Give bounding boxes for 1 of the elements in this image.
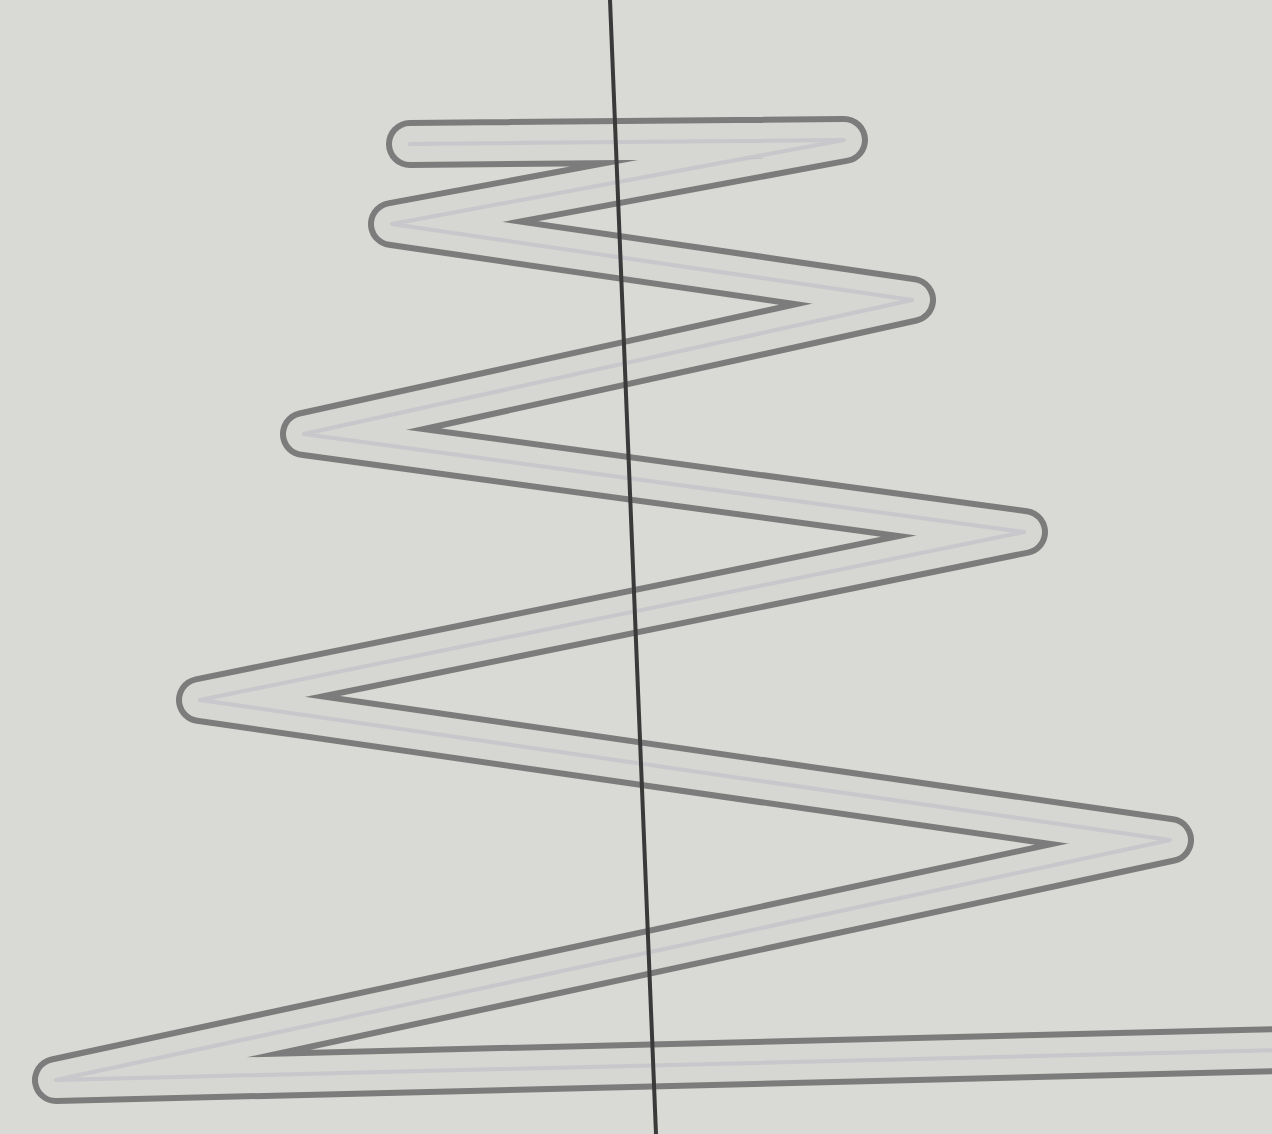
zigzag-wire-drawing [32, 116, 1272, 1104]
